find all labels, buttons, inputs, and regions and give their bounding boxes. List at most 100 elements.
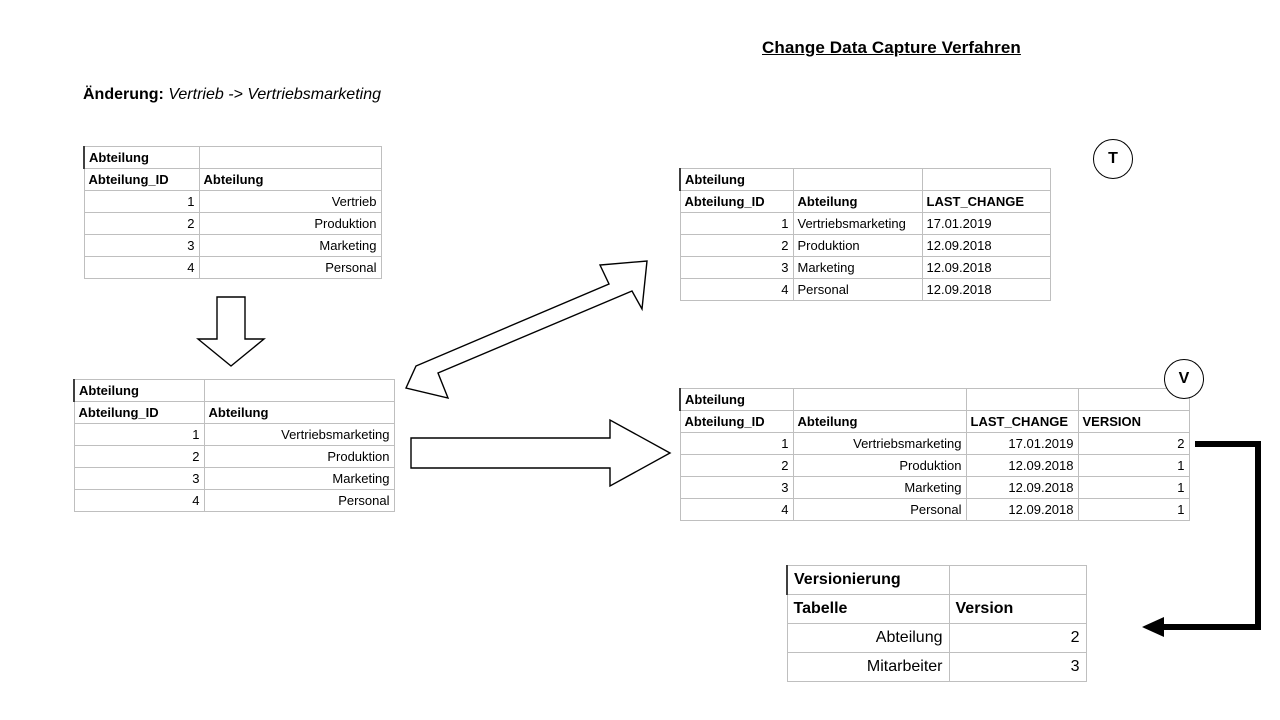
table-row: 1 Vertrieb — [83, 190, 382, 213]
column-header: LAST_CHANGE — [921, 190, 1051, 213]
table-row: 4 Personal 12.09.2018 — [679, 278, 1051, 301]
table-name-blank-cell — [203, 379, 395, 402]
cell-abteilung: Vertriebsmarketing — [792, 432, 967, 455]
cell-abteilung: Produktion — [792, 234, 923, 257]
cell-abteilung: Personal — [198, 256, 382, 279]
table-row: 4 Personal — [73, 489, 395, 512]
cell-id: 1 — [679, 432, 794, 455]
cell-id: 2 — [679, 234, 794, 257]
table-name-blank-cell — [792, 388, 967, 411]
table-row: 3 Marketing 12.09.2018 — [679, 256, 1051, 279]
table-abteilung-timestamp: Abteilung Abteilung_ID Abteilung LAST_CH… — [679, 168, 1051, 301]
cell-abteilung: Marketing — [198, 234, 382, 257]
table-title-row: Abteilung — [679, 388, 1190, 411]
cell-version: 1 — [1077, 498, 1190, 521]
cell-id: 1 — [73, 423, 205, 446]
table-title-row: Versionierung — [786, 565, 1087, 595]
cell-id: 2 — [73, 445, 205, 468]
table-abteilung-changed: Abteilung Abteilung_ID Abteilung 1 Vertr… — [73, 379, 395, 512]
cell-last-change: 17.01.2019 — [965, 432, 1079, 455]
column-header: Version — [948, 594, 1087, 624]
change-description: Änderung: Vertrieb -> Vertriebsmarketing — [83, 86, 381, 104]
cell-abteilung: Personal — [203, 489, 395, 512]
table-name-cell: Abteilung — [679, 388, 794, 411]
column-header: Abteilung — [792, 190, 923, 213]
badge-timestamp-label: T — [1108, 150, 1118, 167]
table-name-blank-cell — [965, 388, 1079, 411]
table-row: 1 Vertriebsmarketing 17.01.2019 — [679, 212, 1051, 235]
cell-abteilung: Personal — [792, 278, 923, 301]
cell-version: 2 — [948, 623, 1087, 653]
column-header: Abteilung_ID — [83, 168, 200, 191]
cell-abteilung: Vertriebsmarketing — [792, 212, 923, 235]
table-row: 1 Vertriebsmarketing 17.01.2019 2 — [679, 432, 1190, 455]
column-header: LAST_CHANGE — [965, 410, 1079, 433]
cell-last-change: 12.09.2018 — [965, 454, 1079, 477]
table-name-blank-cell — [792, 168, 923, 191]
arrow-right-icon — [410, 418, 672, 488]
column-header: Abteilung_ID — [73, 401, 205, 424]
column-header: Abteilung_ID — [679, 410, 794, 433]
table-title-row: Abteilung — [83, 146, 382, 169]
badge-version: V — [1164, 359, 1204, 399]
cell-last-change: 12.09.2018 — [921, 278, 1051, 301]
table-row: 4 Personal 12.09.2018 1 — [679, 498, 1190, 521]
cell-id: 4 — [73, 489, 205, 512]
cell-id: 1 — [83, 190, 200, 213]
change-value: Vertrieb -> Vertriebsmarketing — [168, 86, 381, 103]
table-row: 1 Vertriebsmarketing — [73, 423, 395, 446]
table-row: Mitarbeiter 3 — [786, 652, 1087, 682]
cell-abteilung: Produktion — [792, 454, 967, 477]
table-name-cell: Abteilung — [83, 146, 200, 169]
arrow-diagonal-up-right-icon — [404, 252, 656, 404]
cell-id: 3 — [73, 467, 205, 490]
table-name-blank-cell — [198, 146, 382, 169]
column-header: Abteilung — [203, 401, 395, 424]
cell-id: 2 — [679, 454, 794, 477]
table-title-row: Abteilung — [679, 168, 1051, 191]
cell-abteilung: Marketing — [203, 467, 395, 490]
table-name-cell: Abteilung — [73, 379, 205, 402]
column-header: Tabelle — [786, 594, 950, 624]
table-title-row: Abteilung — [73, 379, 395, 402]
cell-id: 3 — [83, 234, 200, 257]
table-row: 3 Marketing — [73, 467, 395, 490]
cell-last-change: 17.01.2019 — [921, 212, 1051, 235]
cell-last-change: 12.09.2018 — [921, 234, 1051, 257]
table-row: 2 Produktion — [83, 212, 382, 235]
badge-version-label: V — [1178, 370, 1190, 387]
cell-abteilung: Personal — [792, 498, 967, 521]
cell-abteilung: Produktion — [203, 445, 395, 468]
cell-last-change: 12.09.2018 — [965, 498, 1079, 521]
cell-last-change: 12.09.2018 — [965, 476, 1079, 499]
connector-version-to-versionierung — [1140, 440, 1270, 650]
badge-timestamp: T — [1093, 139, 1133, 179]
column-header: Abteilung — [198, 168, 382, 191]
table-name-blank-cell — [921, 168, 1051, 191]
table-versionierung: Versionierung Tabelle Version Abteilung … — [786, 565, 1087, 682]
cell-id: 2 — [83, 212, 200, 235]
change-label: Änderung: — [83, 86, 164, 103]
table-header-row: Abteilung_ID Abteilung LAST_CHANGE VERSI… — [679, 410, 1190, 433]
column-header: VERSION — [1077, 410, 1190, 433]
table-header-row: Abteilung_ID Abteilung — [73, 401, 395, 424]
cell-version: 3 — [948, 652, 1087, 682]
table-row: 2 Produktion 12.09.2018 1 — [679, 454, 1190, 477]
table-header-row: Abteilung_ID Abteilung — [83, 168, 382, 191]
table-name-blank-cell — [948, 565, 1087, 595]
cell-id: 1 — [679, 212, 794, 235]
page-title: Change Data Capture Verfahren — [762, 38, 1021, 57]
table-abteilung-versioned: Abteilung Abteilung_ID Abteilung LAST_CH… — [679, 388, 1190, 521]
cell-abteilung: Vertrieb — [198, 190, 382, 213]
cell-abteilung: Marketing — [792, 476, 967, 499]
column-header: Abteilung_ID — [679, 190, 794, 213]
cell-id: 3 — [679, 256, 794, 279]
cell-abteilung: Produktion — [198, 212, 382, 235]
cell-id: 4 — [679, 278, 794, 301]
cell-tabelle: Abteilung — [786, 623, 950, 653]
cell-abteilung: Vertriebsmarketing — [203, 423, 395, 446]
table-header-row: Abteilung_ID Abteilung LAST_CHANGE — [679, 190, 1051, 213]
table-row: 3 Marketing — [83, 234, 382, 257]
cell-id: 4 — [679, 498, 794, 521]
table-row: 4 Personal — [83, 256, 382, 279]
